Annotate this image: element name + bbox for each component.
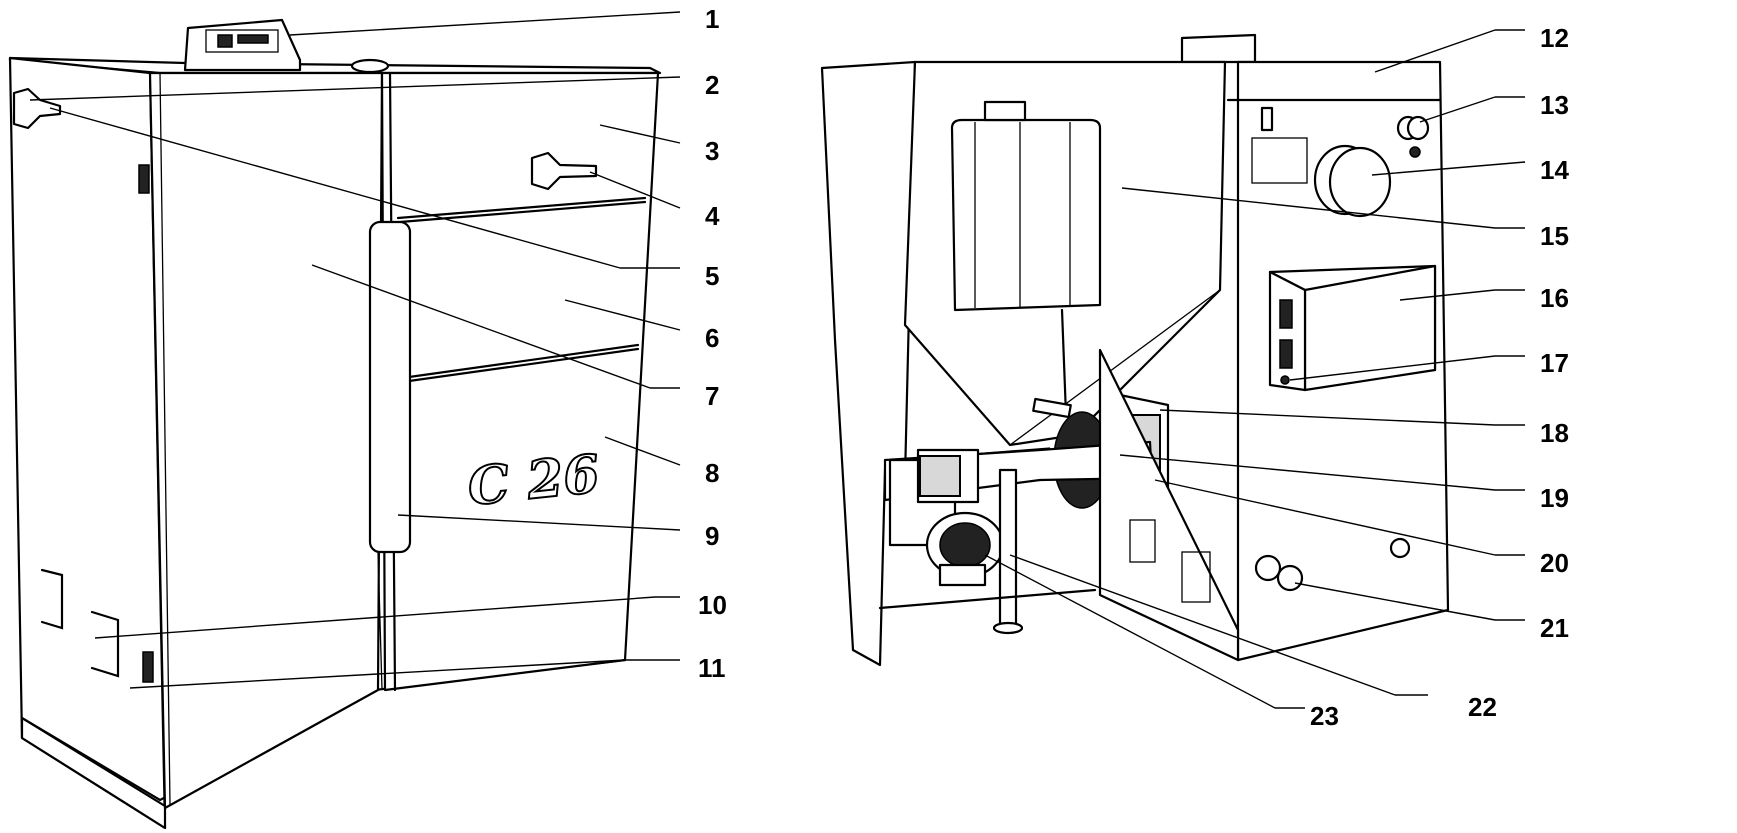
callout-23: 23 — [1310, 701, 1339, 731]
callout-3: 3 — [705, 136, 719, 166]
callout-6: 6 — [705, 323, 719, 353]
leader-lines — [29, 11, 1526, 709]
control-box-screw — [1280, 375, 1290, 385]
callout-22: 22 — [1468, 692, 1497, 722]
callout-7: 7 — [705, 381, 719, 411]
callout-18: 18 — [1540, 418, 1569, 448]
hinge-top — [138, 164, 150, 194]
tank — [950, 118, 1102, 312]
vertical-pipe — [368, 220, 412, 554]
callout-20: 20 — [1540, 548, 1569, 578]
callout-14: 14 — [1540, 155, 1569, 185]
callout-2: 2 — [705, 70, 719, 100]
door-handle-left — [12, 87, 62, 130]
callout-10: 10 — [698, 590, 727, 620]
callout-15: 15 — [1540, 221, 1569, 251]
callout-5: 5 — [705, 261, 719, 291]
hopper-side — [820, 60, 917, 667]
boiler-rear-view — [820, 33, 1450, 667]
callout-numbers: 1 2 3 4 5 6 7 8 9 10 11 12 13 14 15 16 1… — [698, 4, 1569, 731]
callout-9: 9 — [705, 521, 719, 551]
hinge-bottom — [142, 651, 154, 683]
callout-19: 19 — [1540, 483, 1569, 513]
model-marking: C 26 — [465, 443, 603, 517]
callout-1: 1 — [705, 4, 719, 34]
support-leg — [998, 468, 1018, 627]
callout-21: 21 — [1540, 613, 1569, 643]
callout-13: 13 — [1540, 90, 1569, 120]
callout-8: 8 — [705, 458, 719, 488]
callout-16: 16 — [1540, 283, 1569, 313]
boiler-front-view: C 26 — [8, 18, 662, 830]
connector-bottom-1 — [1254, 554, 1282, 582]
callout-11: 11 — [698, 653, 726, 683]
connector-bottom-2 — [1276, 564, 1304, 592]
callout-17: 17 — [1540, 348, 1569, 378]
door-handle-right — [530, 151, 598, 191]
callout-4: 4 — [705, 201, 720, 231]
callout-12: 12 — [1540, 23, 1569, 53]
controller — [183, 18, 302, 72]
front-panel-right — [380, 71, 660, 692]
front-door — [148, 71, 384, 810]
